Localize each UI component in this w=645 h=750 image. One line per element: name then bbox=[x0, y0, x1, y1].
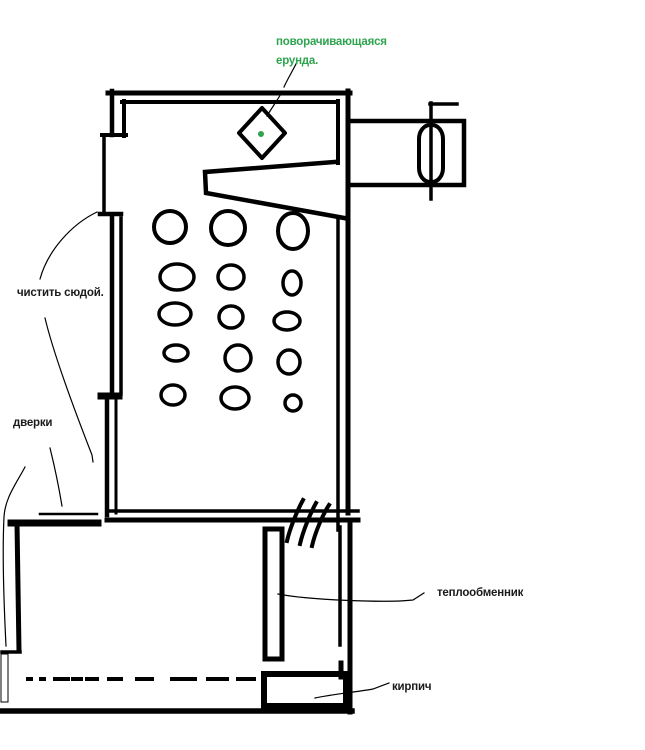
tube bbox=[157, 301, 193, 327]
leader-doors-left bbox=[2, 466, 26, 647]
tube bbox=[152, 209, 188, 245]
tube bbox=[159, 383, 187, 407]
label-doors: дверки bbox=[13, 417, 53, 429]
heat-exchanger-pipe bbox=[262, 526, 285, 662]
rotating-damper-diamond bbox=[237, 61, 298, 160]
leader-clean-here bbox=[39, 211, 98, 280]
tube bbox=[276, 211, 310, 251]
leader-heat-exchanger bbox=[277, 592, 425, 602]
firebox-left-wall bbox=[14, 520, 22, 654]
tube bbox=[276, 348, 302, 376]
flue-duct bbox=[349, 101, 467, 201]
label-rotating-part-line2: ерунда. bbox=[276, 55, 319, 67]
green-leader-line bbox=[266, 91, 283, 117]
tube bbox=[219, 385, 251, 411]
green-leader-line bbox=[283, 61, 298, 88]
heat-hatch-marks bbox=[284, 497, 332, 549]
diamond-outline bbox=[237, 106, 287, 160]
tube bbox=[281, 269, 303, 297]
label-rotating-part-line1: поворачивающаяся bbox=[276, 36, 387, 48]
baffle-plate bbox=[202, 159, 347, 221]
label-heat-exchanger: теплообменник bbox=[437, 587, 524, 599]
leader-lines bbox=[2, 211, 425, 699]
duct-outline bbox=[349, 118, 467, 188]
label-rotating-part: поворачивающаяся ерунда. bbox=[276, 33, 387, 71]
upper-chamber-outline bbox=[97, 88, 353, 532]
tube bbox=[283, 393, 303, 413]
leader-doors-short bbox=[49, 447, 63, 507]
tube bbox=[272, 310, 302, 332]
hatch-stroke bbox=[297, 500, 319, 547]
ash-door bbox=[0, 653, 9, 703]
label-brick: кирпич bbox=[392, 681, 432, 693]
leader-brick bbox=[314, 682, 390, 699]
label-clean-here: чистить сюдой. bbox=[17, 287, 104, 299]
tube bbox=[216, 263, 246, 291]
tube bbox=[217, 304, 245, 330]
tube bbox=[223, 343, 253, 373]
tube bbox=[158, 262, 196, 292]
brick-block bbox=[261, 671, 349, 709]
diamond-pivot-dot bbox=[258, 131, 264, 137]
hatch-stroke bbox=[284, 497, 306, 544]
smoke-tubes bbox=[152, 209, 310, 413]
tube bbox=[209, 209, 247, 247]
lower-firebox bbox=[0, 512, 353, 715]
tube bbox=[162, 343, 190, 363]
hatch-stroke bbox=[309, 502, 332, 549]
leader-doors-long bbox=[44, 317, 94, 463]
